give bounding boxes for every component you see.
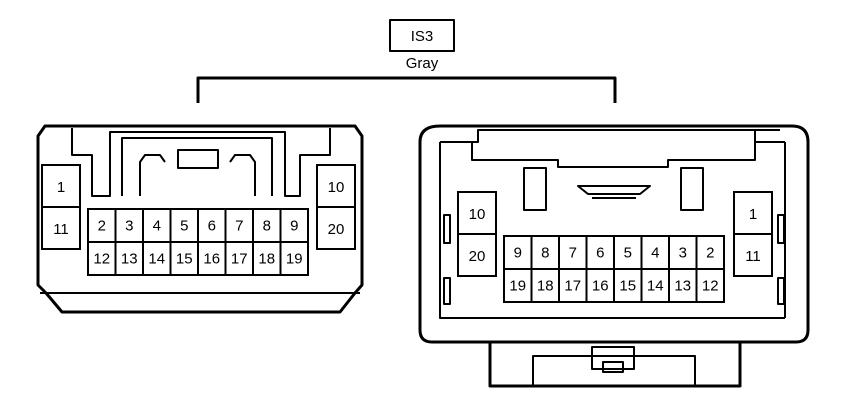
pin-label: 10	[469, 206, 486, 223]
pin-cell	[558, 235, 588, 270]
right-housing-ridge	[471, 130, 756, 168]
pin-label: 12	[702, 278, 719, 295]
left-pin-grid: 2 3 4 5 6 7 8 9 12 13 14 15 16 17 18 19	[87, 208, 309, 276]
right-bottom-lock-outer	[488, 342, 742, 388]
right-housing-inner-left	[439, 129, 785, 319]
pin-cell	[503, 268, 533, 303]
pin-label: 6	[208, 218, 216, 235]
right-side-slot	[777, 214, 785, 244]
connector-color: Gray	[406, 55, 439, 72]
pin-cell	[695, 268, 725, 303]
pin-label: 5	[180, 218, 188, 235]
left-latch-frame	[71, 128, 331, 197]
pin-cell	[640, 268, 670, 303]
pin-label: 18	[537, 278, 554, 295]
pin-label: 8	[541, 245, 549, 262]
pin-cell	[197, 208, 227, 243]
pin-label: 7	[235, 218, 243, 235]
right-pin-grid: 9 8 7 6 5 4 3 2 19 18 17 16 15 14 13 12	[503, 235, 725, 303]
right-bottom-lock-button	[602, 361, 624, 373]
pin-cell	[530, 235, 560, 270]
left-latch-hook-right	[229, 154, 256, 196]
pin-label: 14	[647, 278, 664, 295]
left-lock-tab	[177, 149, 219, 169]
pin-label: 15	[619, 278, 636, 295]
pin-label: 8	[263, 218, 271, 235]
pin-cell	[252, 208, 282, 243]
pin-label: 11	[53, 221, 69, 238]
pin-label: 19	[509, 278, 526, 295]
pin-label: 1	[749, 206, 757, 223]
pin-label: 13	[121, 251, 138, 268]
pin-label: 4	[153, 218, 161, 235]
right-latch-right	[680, 167, 704, 211]
pin-cell	[197, 241, 227, 276]
right-housing-outline	[418, 124, 810, 344]
pin-label: 3	[679, 245, 687, 262]
pin-cell	[640, 235, 670, 270]
pin-label: 7	[569, 245, 577, 262]
pin-label: 10	[328, 179, 345, 196]
pin-label: 15	[176, 251, 193, 268]
pin-label: 11	[745, 248, 761, 265]
left-latch-hook-left	[139, 154, 166, 196]
pin-label: 16	[592, 278, 609, 295]
pin-cell	[169, 241, 199, 276]
pin-label: 20	[328, 221, 345, 238]
right-side-slot	[777, 277, 785, 305]
pin-cell	[114, 241, 144, 276]
pin-label: 18	[258, 251, 275, 268]
pin-label: 5	[624, 245, 632, 262]
left-housing-outline	[36, 124, 364, 314]
right-bottom-lock-tab	[591, 346, 635, 370]
connector-code: IS3	[411, 28, 434, 45]
pin-label: 14	[148, 251, 165, 268]
pin-label: 3	[125, 218, 133, 235]
left-latch-inner	[121, 137, 273, 196]
right-lock-tab	[577, 185, 651, 195]
pin-cell	[224, 241, 254, 276]
right-bottom-lock-inner	[532, 355, 696, 386]
pin-label: 9	[514, 245, 522, 262]
pin-label: 20	[469, 248, 486, 265]
pin-cell	[530, 268, 560, 303]
pin-label: 4	[651, 245, 659, 262]
right-side-slot	[443, 214, 451, 244]
pin-label: 12	[93, 251, 110, 268]
left-connector-view: 1 11 10 20 2 3 4 5 6 7 8 9 12 13 14 15 16 17 18 19	[36, 124, 364, 314]
pin-label: 17	[564, 278, 581, 295]
pin-label: 16	[203, 251, 220, 268]
pin-label: 9	[290, 218, 298, 235]
right-connector-view: 10 20 1 11 9 8 7 6 5 4 3 2 19 18 17 16 15 14 13 12	[418, 124, 810, 388]
pin-cell	[252, 241, 282, 276]
pin-cell	[87, 241, 117, 276]
pin-cell	[142, 241, 172, 276]
pin-label: 2	[98, 218, 106, 235]
pin-label: 13	[674, 278, 691, 295]
connector-code-box	[389, 19, 455, 52]
pin-label: 19	[286, 251, 303, 268]
right-latch-left	[523, 167, 547, 211]
pin-cell	[279, 241, 309, 276]
bracket-line	[196, 76, 617, 103]
pin-label: 17	[231, 251, 248, 268]
pin-cell	[668, 268, 698, 303]
pin-label: 6	[596, 245, 604, 262]
pin-label: 2	[706, 245, 714, 262]
pin-label: 1	[57, 179, 65, 196]
right-side-slot	[443, 277, 451, 305]
